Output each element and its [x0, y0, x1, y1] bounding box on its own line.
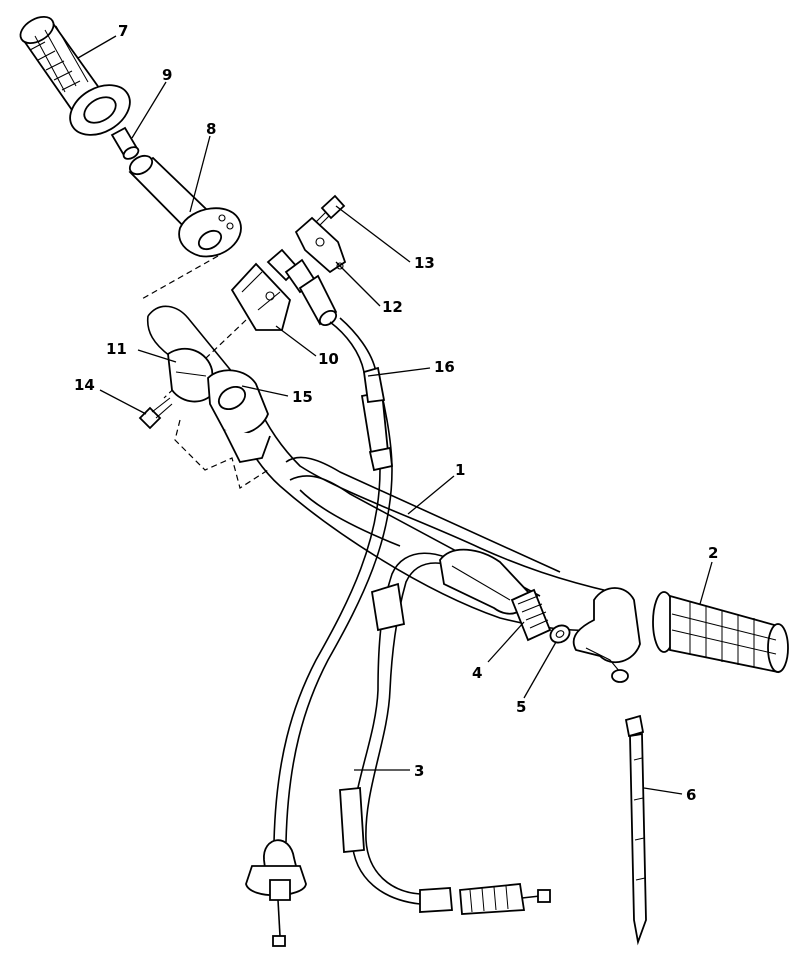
- callout-7: 7: [118, 22, 128, 40]
- part-10-throttle-housing: [230, 262, 291, 331]
- part-13-screw: [315, 194, 346, 227]
- part-9-collar: [110, 126, 140, 160]
- callout-12: 12: [382, 298, 403, 316]
- part-12-housing-cover: [294, 216, 347, 274]
- callout-10: 10: [318, 350, 339, 368]
- callout-13: 13: [414, 254, 435, 272]
- part-2-right-grip: [652, 591, 789, 674]
- part-5-locknut: [549, 624, 571, 644]
- leader-lines: [77, 35, 713, 795]
- callout-16: 16: [434, 358, 455, 376]
- callout-2: 2: [708, 544, 718, 562]
- callout-8: 8: [206, 120, 216, 138]
- callout-1: 1: [455, 461, 465, 479]
- part-4-adjuster: [510, 588, 552, 642]
- callout-6: 6: [686, 786, 696, 804]
- part-3-clutch-cable: [339, 552, 551, 915]
- callout-4: 4: [472, 664, 482, 682]
- callout-9: 9: [162, 66, 172, 84]
- callout-11: 11: [106, 340, 127, 358]
- callout-labels: 1 2 3 4 5 6 7 8 9 10 11 12 13 14 15 16: [74, 22, 718, 804]
- callout-5: 5: [516, 698, 526, 716]
- callout-3: 3: [414, 762, 424, 780]
- right-bar-clamp: [572, 587, 641, 683]
- part-7-left-grip: [19, 15, 131, 136]
- throttle-cable-lower-end: [245, 839, 307, 947]
- part-11-lever-bracket: [167, 347, 215, 403]
- throttle-cable: [273, 317, 393, 843]
- callout-15: 15: [292, 388, 313, 406]
- part-15-throttle-assembly: [207, 369, 271, 464]
- part-6-cable-tie: [624, 714, 647, 946]
- callout-14: 14: [74, 376, 95, 394]
- part-8-throttle-tube: [128, 154, 242, 258]
